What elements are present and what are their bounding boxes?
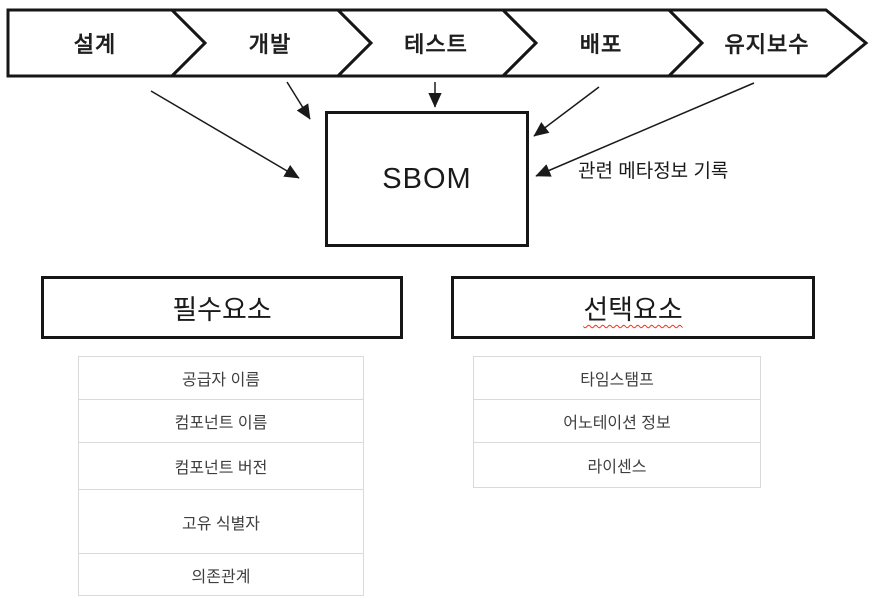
chevron-stage-maintenance: [665, 8, 869, 78]
sbom-label: SBOM: [382, 162, 472, 195]
stage-label-design: 설계: [73, 32, 117, 57]
required-elements-table: 공급자 이름 컴포넌트 이름 컴포넌트 버전 고유 식별자 의존관계: [78, 356, 364, 596]
table-row: 공급자 이름: [79, 357, 363, 400]
optional-elements-header: 선택요소: [451, 276, 815, 339]
table-row: 타임스탬프: [474, 357, 760, 400]
metadata-annotation: 관련 메타정보 기록: [578, 160, 729, 182]
sbom-box: SBOM: [325, 111, 529, 247]
arrow-maintenance-to-sbom: [535, 82, 755, 177]
table-row: 컴포넌트 버전: [79, 443, 363, 490]
stage-label-development: 개발: [248, 32, 292, 57]
table-row: 어노테이션 정보: [474, 400, 760, 443]
table-row: 의존관계: [191, 568, 251, 586]
arrow-design-to-sbom: [150, 90, 300, 179]
stage-label-maintenance: 유지보수: [724, 32, 810, 57]
stage-label-deploy: 배포: [579, 32, 623, 57]
table-row: 고유 식별자: [79, 490, 363, 554]
table-row: 컴포넌트 이름: [79, 400, 363, 443]
table-row: 라이센스: [587, 459, 647, 476]
stage-label-test: 테스트: [404, 32, 468, 57]
required-elements-header: 필수요소: [41, 276, 403, 339]
optional-elements-title: 선택요소: [583, 295, 683, 325]
arrow-deploy-to-sbom: [533, 86, 600, 137]
arrow-development-to-sbom: [286, 81, 311, 120]
required-elements-title: 필수요소: [172, 295, 272, 325]
optional-elements-table: 타임스탬프 어노테이션 정보 라이센스: [473, 356, 761, 488]
